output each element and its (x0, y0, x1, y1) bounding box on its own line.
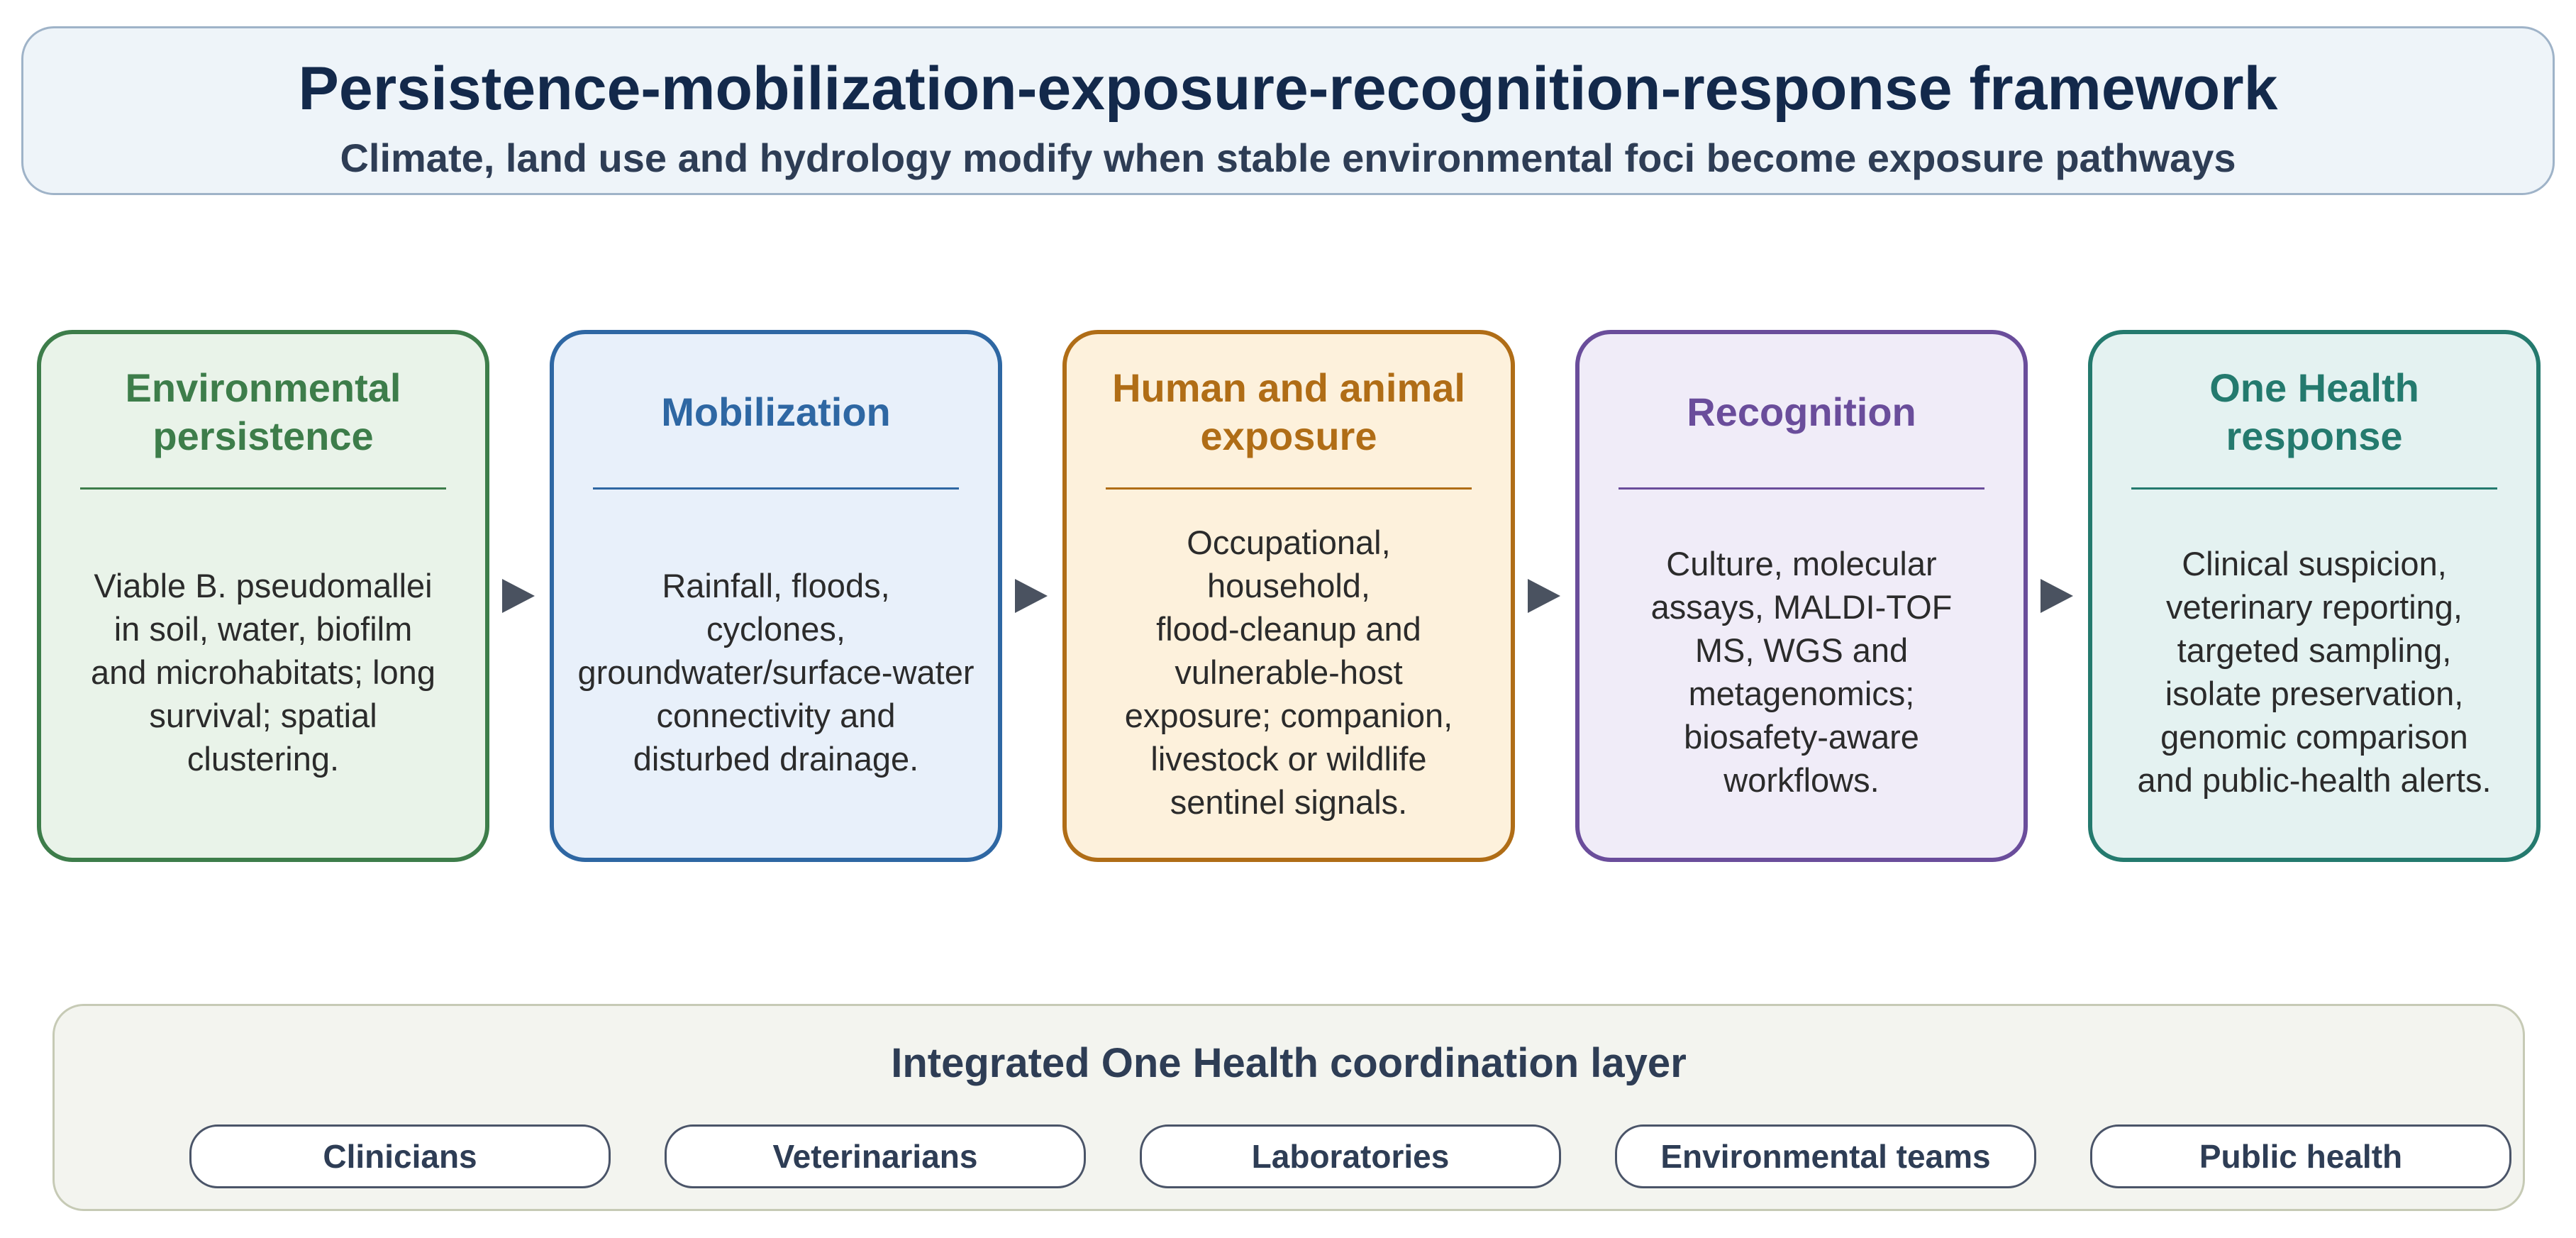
flow-arrow-icon (2041, 579, 2073, 613)
stage-mobilization: Mobilization Rainfall, floods, cyclones,… (550, 330, 1002, 862)
partner-clinicians: Clinicians (189, 1124, 611, 1188)
stage-title: Environmental persistence (125, 365, 401, 458)
stage-title: Human and animal exposure (1112, 365, 1465, 458)
coordination-title: Integrated One Health coordination layer (891, 1040, 1687, 1086)
stage-divider (1106, 487, 1472, 490)
flow-arrow-icon (1015, 579, 1048, 613)
diagram-title: Persistence-mobilization-exposure-recogn… (298, 55, 2278, 123)
stage-description: Occupational, household, flood-cleanup a… (1124, 523, 1453, 821)
flow-arrow-icon (502, 579, 535, 613)
stage-divider (2131, 487, 2497, 490)
stage-divider (593, 487, 959, 490)
stage-divider (1619, 487, 1984, 490)
stage-description: Rainfall, floods, cyclones, groundwater/… (577, 566, 975, 778)
stage-divider (80, 487, 446, 490)
coordination-layer: Integrated One Health coordination layer… (52, 1004, 2525, 1211)
stage-description: Clinical suspicion, veterinary reporting… (2137, 545, 2492, 799)
stage-one-health-response: One Health response Clinical suspicion, … (2088, 330, 2541, 862)
stage-title: One Health response (2209, 365, 2419, 458)
flow-arrow-icon (1528, 579, 1560, 613)
partner-environmental-teams: Environmental teams (1615, 1124, 2036, 1188)
stage-human-animal-exposure: Human and animal exposure Occupational, … (1062, 330, 1515, 862)
partner-laboratories: Laboratories (1140, 1124, 1561, 1188)
stage-recognition: Recognition Culture, molecular assays, M… (1575, 330, 2028, 862)
stage-title: Recognition (1687, 389, 1916, 434)
partner-public-health: Public health (2090, 1124, 2511, 1188)
stage-environmental-persistence: Environmental persistence Viable B. pseu… (37, 330, 489, 862)
stage-description: Culture, molecular assays, MALDI-TOF MS,… (1650, 545, 1953, 799)
title-banner: Persistence-mobilization-exposure-recogn… (21, 26, 2555, 195)
diagram-subtitle: Climate, land use and hydrology modify w… (340, 136, 2236, 180)
partner-veterinarians: Veterinarians (665, 1124, 1086, 1188)
stage-description: Viable B. pseudomallei in soil, water, b… (91, 566, 435, 778)
stage-title: Mobilization (661, 389, 891, 434)
